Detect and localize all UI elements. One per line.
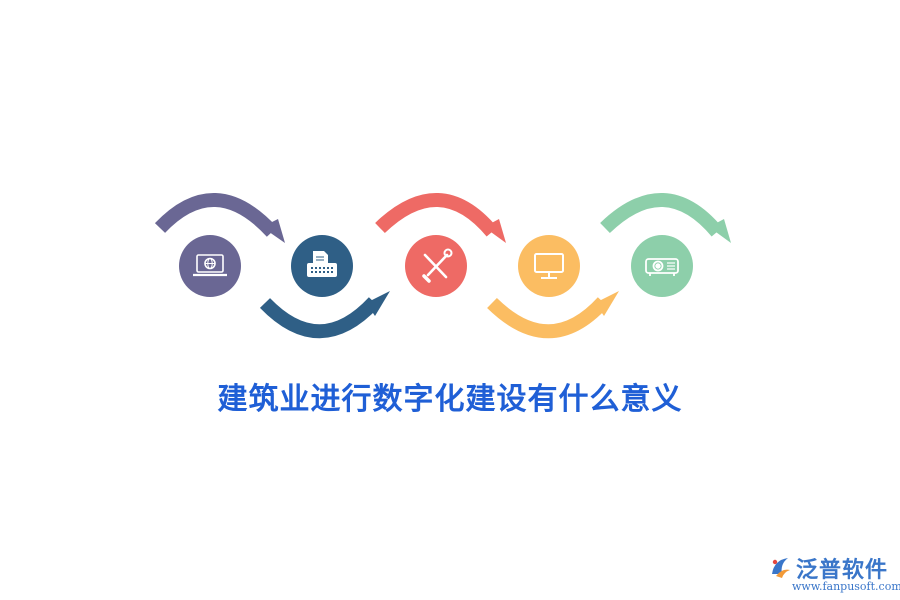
arrowhead-purple [262, 219, 285, 243]
step-circle-4 [518, 235, 580, 297]
projector-icon [645, 258, 679, 276]
arrowhead-yellow [595, 291, 619, 316]
laptop-globe-icon [193, 254, 227, 277]
arc-navy [259, 297, 380, 339]
logo-mark-icon [772, 558, 790, 578]
page-title: 建筑业进行数字化建设有什么意义 [217, 382, 683, 417]
tools-wrench-screwdriver-icon [422, 248, 453, 283]
arrowhead-navy [366, 291, 390, 316]
arc-purple [154, 193, 278, 237]
arc-green [600, 193, 723, 237]
arrowhead-red [484, 219, 506, 243]
logo-url-text: www.fanpusoft.com [792, 580, 900, 593]
arrowhead-green [709, 219, 731, 243]
printer-document-icon [307, 251, 337, 277]
monitor-icon [534, 253, 564, 279]
step-circle-1 [179, 235, 241, 297]
arc-yellow [487, 297, 609, 339]
arc-red [375, 193, 498, 237]
logo-brand-text: 泛普软件 [796, 558, 889, 583]
brand-logo: 泛普软件 www.fanpusoft.com [768, 552, 900, 596]
